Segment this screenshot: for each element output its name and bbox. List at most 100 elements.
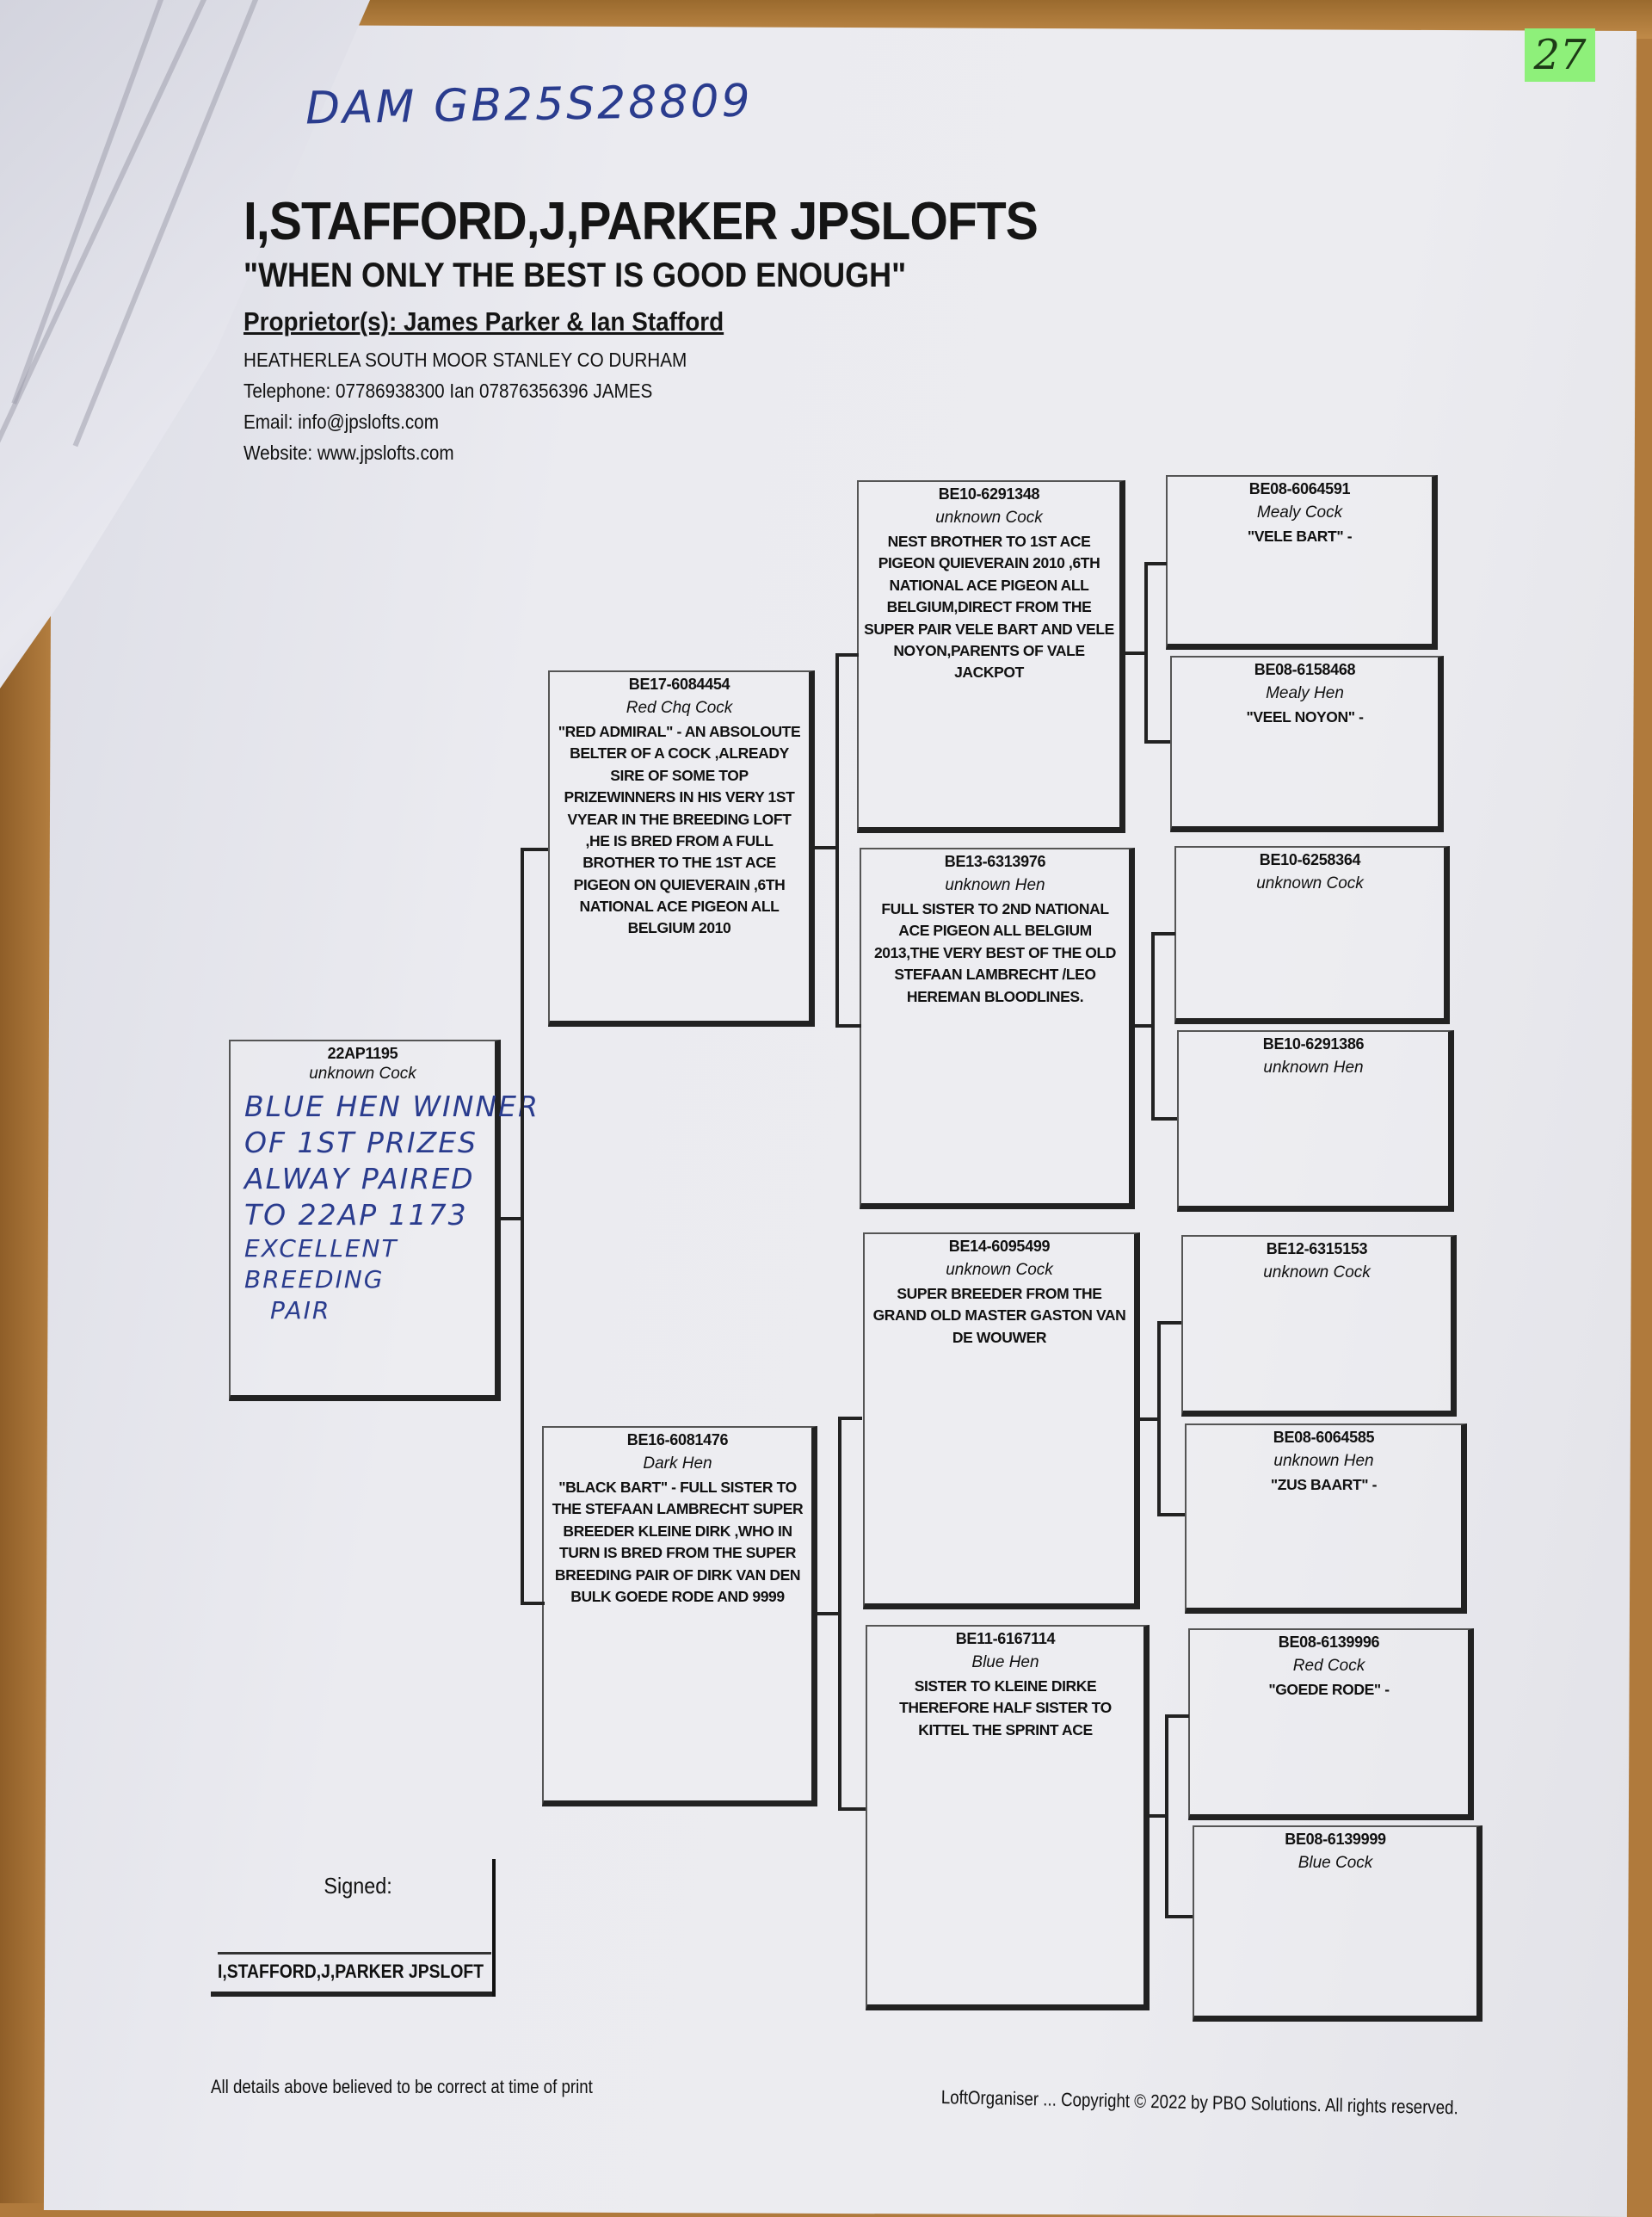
handwritten-dam-note: DAM GB25S28809: [305, 75, 754, 135]
ring-number: BE10-6258364: [1259, 851, 1361, 868]
signature-box: [211, 1859, 496, 1997]
connector-line: [1151, 932, 1155, 1120]
signature-underline: [211, 1992, 492, 1997]
bird-colour: Red Chq Cock: [626, 699, 733, 717]
connector-line: [1157, 1321, 1181, 1325]
signature-name: I,STAFFORD,J,PARKER JPSLOFT: [218, 1961, 484, 1982]
connector-line: [835, 653, 839, 1026]
handwritten-line: ALWAY PAIRED: [244, 1162, 475, 1195]
fold-print-bleed: [0, 0, 206, 468]
connector-line: [1147, 1814, 1168, 1818]
subject-bird-box: 22AP1195 unknown Cock BLUE HEN WINNER OF…: [229, 1040, 539, 1401]
connector-line: [1144, 740, 1170, 744]
connector-line: [1144, 562, 1148, 743]
ring-number: BE08-6158468: [1254, 661, 1356, 678]
bird-description: "BLACK BART" - FULL SISTER TO THE STEFAA…: [552, 1479, 804, 1605]
bird-description: "ZUS BAART" -: [1270, 1476, 1378, 1493]
connector-line: [838, 1417, 862, 1420]
ring-number: BE11-6167114: [955, 1630, 1056, 1647]
handwritten-line: BREEDING: [244, 1265, 385, 1294]
connector-line: [1157, 1321, 1161, 1516]
handwritten-notes: BLUE HEN WINNER OF 1ST PRIZES ALWAY PAIR…: [236, 1089, 539, 1326]
footer-disclaimer: All details above believed to be correct…: [211, 2076, 593, 2097]
ring-number: 22AP1195: [327, 1045, 398, 1062]
bird-colour: unknown Hen: [1273, 1452, 1374, 1470]
bird-description: "RED ADMIRAL" - AN ABSOLOUTE BELTER OF A…: [558, 723, 801, 937]
ring-number: BE17-6084454: [628, 676, 730, 693]
connector-line: [835, 1024, 861, 1028]
bird-colour: Mealy Hen: [1266, 684, 1344, 702]
bird-description: "VELE BART" -: [1247, 528, 1353, 545]
connector-line: [817, 1612, 840, 1615]
bird-colour: unknown Cock: [946, 1261, 1053, 1279]
ring-number: BE16-6081476: [626, 1431, 729, 1448]
connector-line: [1165, 1714, 1189, 1718]
ring-number: BE10-6291348: [938, 485, 1040, 503]
telephone: Telephone: 07786938300 Ian 07876356396 J…: [243, 380, 653, 402]
bird-description: FULL SISTER TO 2ND NATIONAL ACE PIGEON A…: [873, 900, 1117, 1005]
ring-number: BE12-6315153: [1266, 1240, 1368, 1257]
connector-line: [838, 1807, 866, 1811]
connector-line: [1157, 1513, 1185, 1516]
connector-line: [501, 1217, 524, 1220]
ring-number: BE14-6095499: [948, 1238, 1051, 1255]
connector-line: [521, 848, 524, 1605]
bird-description: "GOEDE RODE" -: [1268, 1681, 1390, 1698]
bird-description: SISTER TO KLEINE DIRKE THEREFORE HALF SI…: [899, 1677, 1112, 1738]
connector-line: [838, 1417, 841, 1811]
bird-description: SUPER BREEDER FROM THE GRAND OLD MASTER …: [872, 1285, 1126, 1346]
connector-line: [835, 653, 859, 657]
bird-description: "VEEL NOYON" -: [1246, 708, 1364, 726]
bird-colour: unknown Cock: [309, 1065, 416, 1083]
address: HEATHERLEA SOUTH MOOR STANLEY CO DURHAM: [243, 349, 687, 371]
bird-colour: Mealy Cock: [1256, 503, 1343, 522]
bird-colour: Blue Cock: [1298, 1854, 1373, 1872]
bird-colour: Dark Hen: [643, 1454, 712, 1473]
connector-line: [521, 848, 548, 851]
handwritten-line: OF 1ST PRIZES: [244, 1126, 478, 1159]
connector-line: [1138, 1417, 1159, 1421]
handwritten-line: BLUE HEN WINNER: [244, 1090, 539, 1123]
connector-line: [1144, 562, 1167, 565]
great-grandparent-box: BE10-6258364 unknown Cock: [1174, 846, 1450, 1024]
connector-line: [1132, 1024, 1153, 1028]
bird-colour: unknown Cock: [1256, 874, 1364, 892]
connector-line: [1165, 1915, 1193, 1918]
handwritten-line: EXCELLENT: [244, 1234, 398, 1263]
page-number-sticker: 27: [1525, 28, 1595, 82]
ring-number: BE13-6313976: [944, 853, 1046, 870]
great-grandparent-box: BE12-6315153 unknown Cock: [1181, 1235, 1457, 1417]
website: Website: www.jpslofts.com: [243, 442, 454, 464]
bird-colour: unknown Hen: [945, 876, 1045, 894]
connector-line: [1165, 1714, 1168, 1917]
loft-title: I,STAFFORD,J,PARKER JPSLOFTS: [243, 192, 1039, 251]
loft-motto: "WHEN ONLY THE BEST IS GOOD ENOUGH": [243, 256, 907, 294]
ring-number: BE08-6139999: [1285, 1831, 1386, 1848]
bird-colour: unknown Hen: [1263, 1059, 1364, 1077]
bird-colour: unknown Cock: [1263, 1263, 1371, 1281]
connector-line: [815, 846, 838, 849]
ring-number: BE08-6139996: [1278, 1633, 1380, 1651]
connector-line: [1151, 1117, 1177, 1121]
connector-line: [1151, 932, 1175, 936]
bird-colour: unknown Cock: [935, 509, 1043, 527]
handwritten-line: PAIR: [270, 1296, 331, 1325]
signed-label: Signed:: [324, 1873, 392, 1899]
connector-line: [521, 1602, 545, 1605]
signature-line: [218, 1952, 491, 1955]
connector-line: [1124, 652, 1146, 655]
handwritten-line: TO 22AP 1173: [244, 1198, 468, 1232]
bird-colour: Blue Hen: [971, 1653, 1039, 1671]
page-number: 27: [1533, 31, 1587, 79]
